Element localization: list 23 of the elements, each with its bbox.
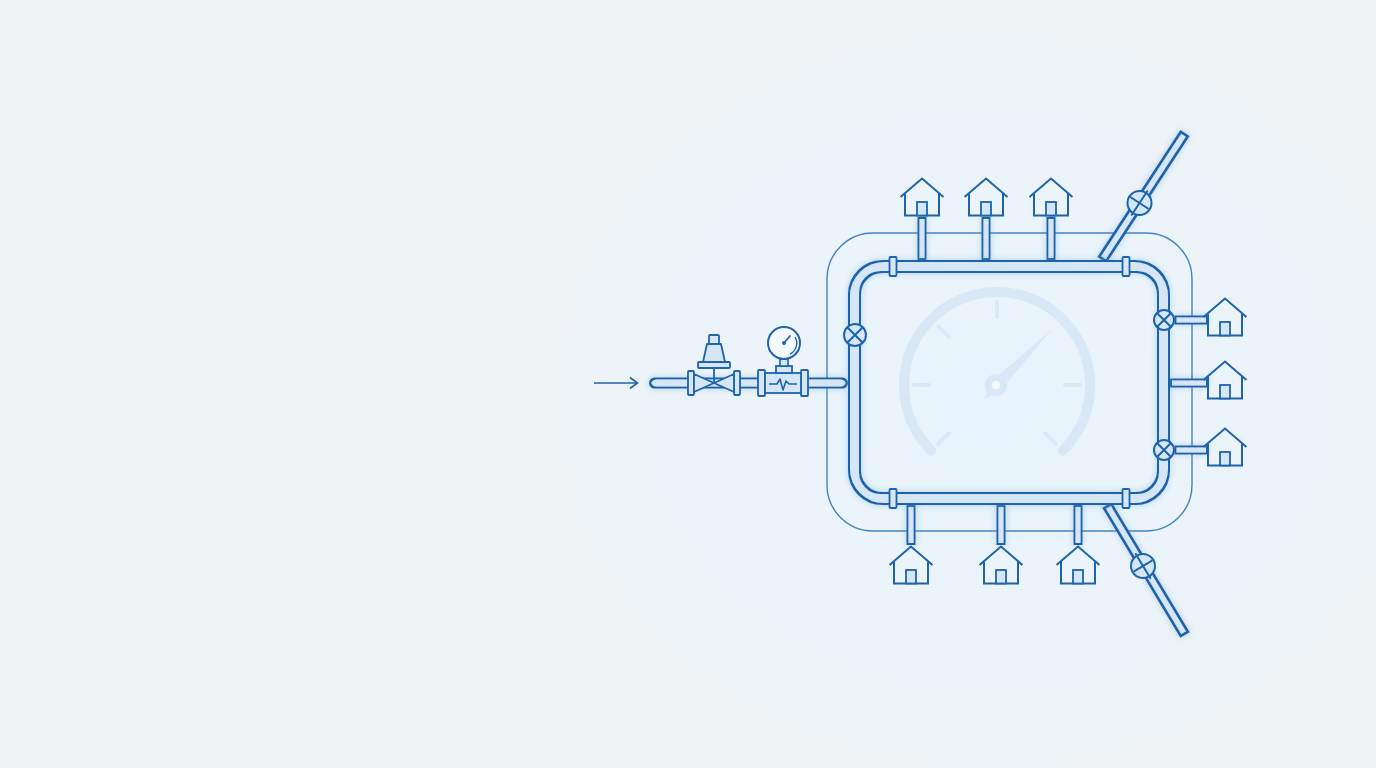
pipe [1073, 505, 1083, 545]
house-icon [1055, 545, 1101, 585]
house-icon [1202, 297, 1248, 337]
pipe [917, 217, 927, 260]
pipe [1174, 445, 1208, 455]
valve-icon [1152, 439, 1175, 461]
house-icon [1028, 177, 1074, 217]
house-icon [899, 177, 945, 217]
pipe [906, 505, 916, 545]
pipe [1174, 315, 1208, 325]
pipe [1046, 217, 1056, 260]
valve-icon [1152, 309, 1175, 331]
pipe [996, 505, 1006, 545]
pipe [1102, 502, 1190, 638]
pipe-loop [848, 260, 1170, 505]
house-icon [978, 545, 1024, 585]
house-icon [1202, 360, 1248, 400]
house-icon [1202, 427, 1248, 467]
house-icon [963, 177, 1009, 217]
house-icon [888, 545, 934, 585]
pipe [1097, 130, 1190, 263]
pipe [981, 217, 991, 260]
pipe [1170, 378, 1208, 388]
